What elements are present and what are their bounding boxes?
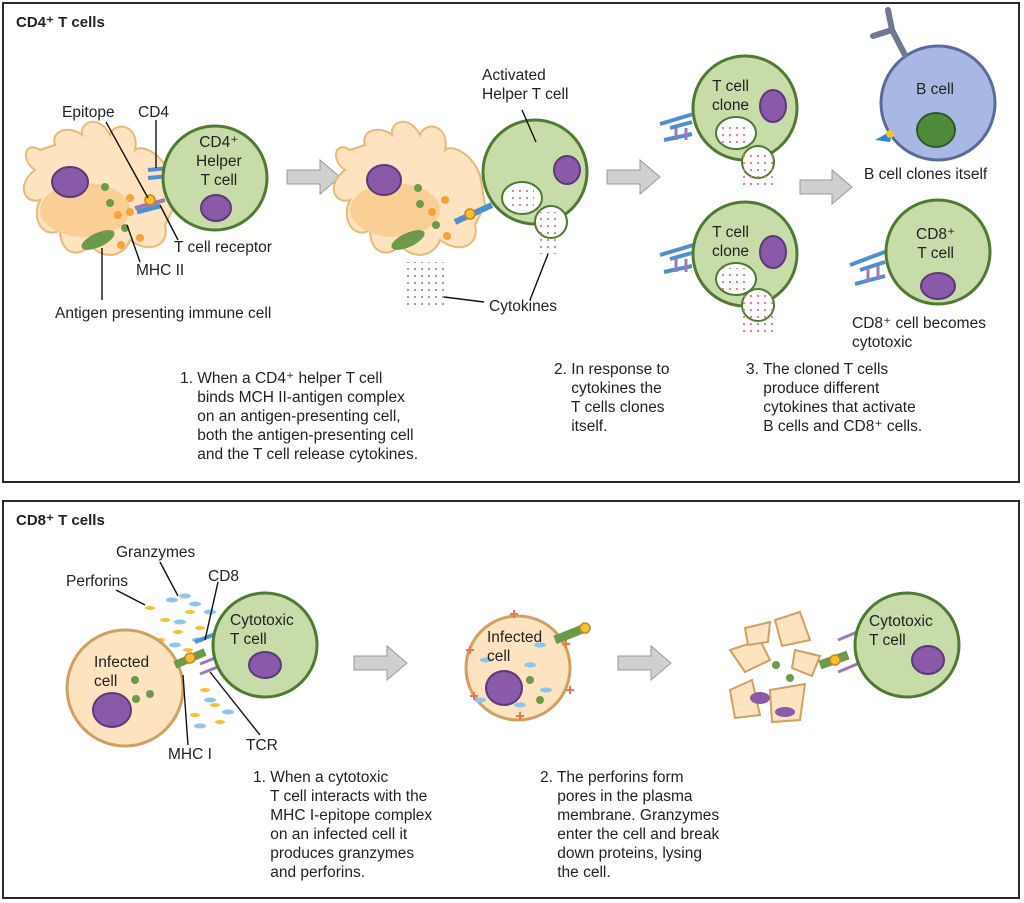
arrow-right-icon [617, 644, 672, 682]
cd8-step1-caption: 1. When a cytotoxic T cell interacts wit… [253, 769, 433, 881]
apc-label: Antigen presenting immune cell [55, 305, 272, 322]
infected-cell-with-pores [464, 610, 591, 722]
cd8-becomes-cytotoxic-label: CD8⁺ cell becomes cytotoxic [852, 315, 986, 351]
cd4-label: CD4 [138, 104, 170, 121]
arrow-right-icon [286, 158, 341, 196]
t-cell-receptor-label: T cell receptor [174, 239, 272, 256]
panel-title: CD4⁺ T cells [16, 14, 105, 31]
t-cell-clone [659, 54, 799, 190]
t-cell-clone [659, 200, 799, 337]
cytotoxic-t-cell [211, 591, 319, 699]
arrow-right-icon [353, 644, 408, 682]
tcr-label: TCR [246, 737, 278, 754]
cd8-t-cell [849, 198, 992, 306]
infected-cell-label: Infected cell [487, 629, 543, 665]
cytotoxic-t-cell-label: Cytotoxic T cell [230, 612, 294, 648]
arrow-right-icon [606, 158, 661, 196]
infected-cell [65, 628, 185, 748]
cd4-step2-caption: 2. In response to cytokines the T cells … [554, 361, 670, 435]
leader-lines [443, 109, 549, 303]
b-cell [870, 7, 997, 162]
panel-title: CD8⁺ T cells [16, 512, 105, 529]
epitope-label: Epitope [62, 104, 115, 121]
b-cell-clones-label: B cell clones itself [864, 166, 988, 183]
cytotoxic-t-cell [853, 591, 961, 699]
cd8-label: CD8 [208, 568, 240, 585]
cd4-step3-caption: 3. The cloned T cells produce different … [746, 361, 923, 435]
leader-lines [115, 561, 261, 746]
antigen-presenting-cell [22, 120, 177, 256]
leader-lines [101, 120, 179, 300]
activated-helper-t-cell [481, 118, 589, 254]
helper-t-cell-label: CD4⁺ Helper T cell [196, 134, 242, 189]
cytokine-cloud [405, 262, 445, 310]
antigen-presenting-cell [332, 120, 487, 256]
cd8-step2-caption: 2. The perforins form pores in the plasm… [540, 769, 720, 881]
b-cell-label: B cell [916, 81, 954, 98]
t-cell-clone-label: T cell clone [712, 224, 750, 260]
perforin-granzyme-cloud [145, 593, 234, 729]
mhc-tcr-complex [453, 202, 494, 225]
cd4-t-cells-panel: CD4⁺ T cells [2, 2, 1020, 483]
cytotoxic-t-cell-label: Cytotoxic T cell [869, 613, 933, 649]
cd8-t-cell-label: CD8⁺ T cell [916, 226, 956, 262]
arrow-right-icon [799, 168, 853, 206]
perforins-label: Perforins [66, 573, 129, 590]
helper-t-cell [161, 124, 269, 232]
infected-cell-label: Infected cell [94, 654, 150, 690]
lysed-infected-cell [728, 610, 863, 724]
mhc1-label: MHC I [168, 746, 212, 763]
activated-helper-label: Activated Helper T cell [482, 67, 569, 103]
mhc2-label: MHC II [136, 262, 185, 279]
cytokines-label: Cytokines [489, 298, 558, 315]
granzymes-label: Granzymes [116, 544, 196, 561]
t-cell-clone-label: T cell clone [712, 78, 750, 114]
cd4-step1-caption: 1. When a CD4⁺ helper T cell binds MCH I… [180, 370, 419, 463]
